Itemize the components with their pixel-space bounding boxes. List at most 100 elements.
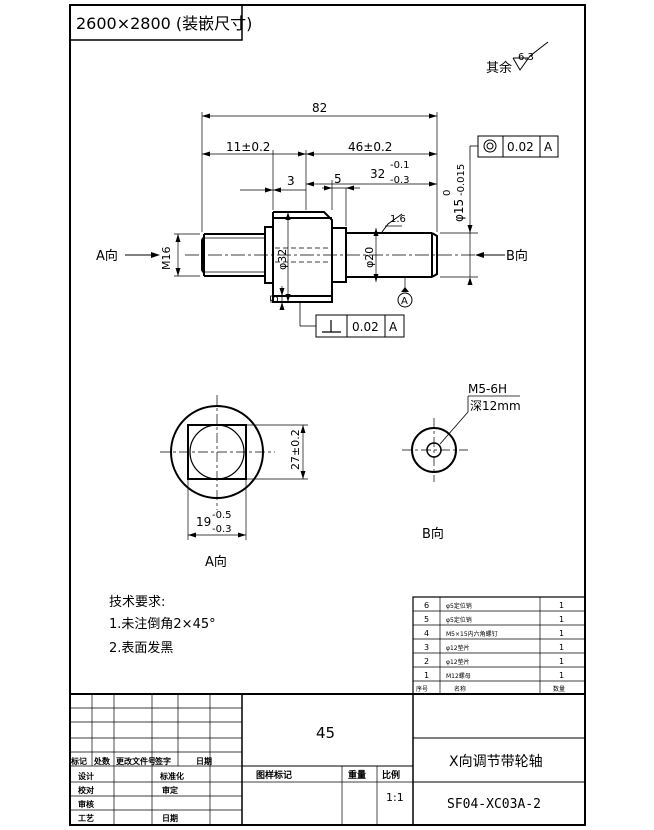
- dim-19: 19: [196, 515, 211, 529]
- role-label: 校对: [78, 785, 94, 795]
- shaft-outline: [201, 211, 438, 303]
- rev-header: 日期: [196, 756, 212, 766]
- dim-27: 27±0.2: [289, 429, 302, 470]
- view-a-arrow-label: A向: [96, 248, 118, 264]
- inner-circle: [189, 424, 245, 480]
- bom-no: 1: [424, 671, 429, 680]
- dim-11: 11±0.2: [226, 140, 270, 154]
- scale: 1:1: [386, 791, 404, 804]
- arrow-right-icon: [151, 252, 160, 258]
- arrow-left-icon: [475, 252, 484, 258]
- bom-header-name: 名称: [454, 685, 466, 693]
- view-arrow-b: B向: [475, 248, 528, 264]
- local-roughness-value: 1.6: [390, 214, 406, 225]
- dim-phi20: φ20: [363, 247, 376, 268]
- roughness-value: 6.3: [518, 52, 534, 63]
- dimension-lines: [174, 112, 478, 310]
- rev-header: 更改文件号: [116, 756, 156, 766]
- dim-overall: 82: [312, 101, 327, 115]
- roughness-prefix: 其余: [486, 60, 512, 76]
- bom-row: 2 φ12垫片 1: [424, 657, 564, 666]
- dim-phi32: φ32: [276, 249, 289, 270]
- role-label: 审核: [78, 799, 94, 809]
- threaded-hole: [426, 442, 442, 458]
- roughness-symbol: 其余 6.3: [486, 41, 549, 76]
- bom-qty: 1: [559, 615, 564, 624]
- bom-row: 1 M12螺母 1: [424, 671, 564, 680]
- runout-datum: A: [544, 140, 553, 154]
- view-b-label: B向: [422, 526, 444, 542]
- dim-19-lower: -0.3: [212, 524, 232, 535]
- drawing-number: SF04-XC03A-2: [447, 797, 541, 812]
- runout-tolerance-frame: 0.02 A: [469, 135, 559, 160]
- dim-3: 3: [287, 174, 295, 188]
- size-label: 2600×2800 (装嵌尺寸): [76, 14, 252, 33]
- local-roughness: 1.6: [381, 213, 406, 233]
- rev-header: 标记: [70, 756, 87, 766]
- bom-qty: 1: [559, 671, 564, 680]
- bom-no: 4: [424, 629, 429, 638]
- bom-no: 6: [424, 601, 429, 610]
- view-b-arrow-label: B向: [506, 248, 528, 264]
- bom-header-no: 序号: [416, 685, 428, 693]
- scale-label: 比例: [382, 769, 400, 781]
- bom-row: 4 M5×15内六角螺钉 1: [424, 629, 564, 638]
- dim-m16: M16: [160, 247, 173, 271]
- revision-grid: 标记处数更改文件号签字日期设计校对审核工艺标准化审定日期: [70, 693, 242, 826]
- roughness-check-icon: [512, 41, 549, 71]
- role-label: 设计: [78, 771, 94, 781]
- bom-no: 3: [424, 643, 429, 652]
- datum-circle-icon: [397, 292, 413, 308]
- role-label: 工艺: [78, 813, 94, 823]
- thread-hole-spec: M5-6H: [468, 382, 507, 396]
- role2-label: 日期: [162, 813, 178, 823]
- technical-requirements: 技术要求: 1.未注倒角2×45° 2.表面发黑: [109, 595, 216, 656]
- tech-req-item-1: 1.未注倒角2×45°: [109, 617, 216, 632]
- view-arrow-a: A向: [96, 248, 160, 264]
- bom-row: 3 φ12垫片 1: [424, 643, 564, 652]
- bom-name: φ12垫片: [446, 658, 470, 666]
- role2-label: 标准化: [159, 771, 184, 781]
- rev-header: 处数: [93, 756, 111, 766]
- role2-label: 审定: [162, 785, 178, 795]
- bom-name: M12螺母: [446, 672, 471, 680]
- bom-header-qty: 数量: [553, 685, 565, 693]
- dim-5-left: 5: [268, 295, 281, 302]
- flange-circle: [170, 405, 264, 499]
- thread-depth: 深12mm: [470, 399, 521, 413]
- tech-req-item-2: 2.表面发黑: [109, 640, 173, 656]
- view-b: M5-6H 深12mm B向: [402, 382, 521, 542]
- perp-datum: A: [389, 320, 398, 334]
- concentricity-icon: [483, 139, 497, 153]
- bom-name: φ12垫片: [446, 644, 470, 652]
- view-a-label: A向: [205, 554, 227, 570]
- bom-no: 5: [424, 615, 429, 624]
- dim-phi15-lower: -0.015: [456, 164, 467, 196]
- bom-name: M5×15内六角螺钉: [446, 630, 498, 638]
- dim-32: 32: [370, 167, 385, 181]
- view-a: 27±0.2 19 -0.5 -0.3 A向: [160, 395, 308, 570]
- bom-qty: 1: [559, 601, 564, 610]
- dim-32-lower: -0.3: [390, 175, 410, 186]
- dim-19-upper: -0.5: [212, 510, 232, 521]
- perpendicularity-tolerance-frame: 0.02 A: [299, 302, 405, 338]
- stage-label: 图样标记: [256, 769, 292, 781]
- bom-no: 2: [424, 657, 429, 666]
- dimension-arrows: [175, 113, 473, 310]
- datum-letter: A: [401, 296, 408, 307]
- title-block: 45 X向调节带轮轴 SF04-XC03A-2 1:1 图样标记 重量 比例: [69, 693, 586, 826]
- bom-qty: 1: [559, 657, 564, 666]
- bom-qty: 1: [559, 643, 564, 652]
- tech-req-title: 技术要求:: [109, 595, 165, 610]
- dim-5: 5: [334, 172, 342, 186]
- bom-qty: 1: [559, 629, 564, 638]
- dim-phi15-upper: 0: [442, 190, 453, 196]
- size-label-box: [69, 4, 243, 41]
- perp-value: 0.02: [352, 320, 379, 334]
- datum-a-marker: A: [397, 287, 413, 308]
